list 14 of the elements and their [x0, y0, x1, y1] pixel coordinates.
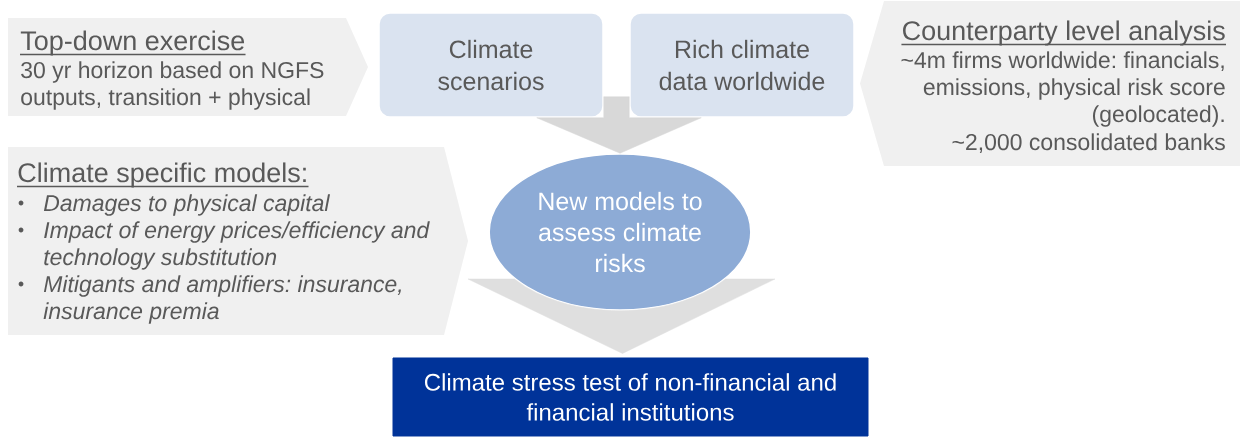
- bullet-text: Impact of energy prices/efficiency and technology substitution: [44, 221, 430, 270]
- callout-text: ~4m firms worldwide: financials, emissions, physical risk score (geolocated).: [901, 51, 1225, 127]
- process-box: Rich climate data worldwide: [629, 12, 855, 118]
- chevron-arrow: [536, 96, 702, 154]
- bullet-text: Damages to physical capital: [43, 194, 331, 216]
- process-box: Climate scenarios: [378, 12, 604, 118]
- result-box: Climate stress test of non-financial and financial institutions: [392, 357, 869, 437]
- callout-text: 30 yr horizon based on NGFS outputs, transition + physical: [21, 61, 324, 110]
- callout-heading: Counterparty level analysis: [900, 20, 1227, 46]
- bullet-text: Mitigants and amplifiers: insurance, insurance premia: [43, 275, 401, 324]
- callout-heading: Climate specific models:: [16, 162, 310, 188]
- callout-heading: Top-down exercise: [19, 30, 247, 56]
- callout-text: ~2,000 consolidated banks: [952, 133, 1225, 153]
- chevron-arrow: [467, 278, 776, 354]
